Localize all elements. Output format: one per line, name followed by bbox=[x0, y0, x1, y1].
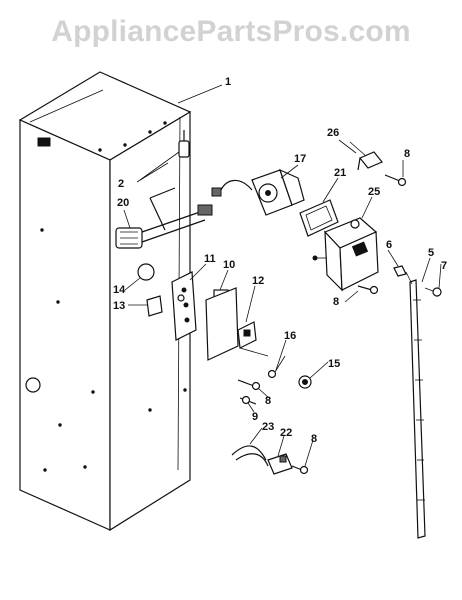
callout-8-mid: 8 bbox=[333, 296, 339, 308]
cabinet-slot bbox=[37, 137, 51, 147]
callout-20: 20 bbox=[117, 197, 129, 209]
callout-17: 17 bbox=[294, 153, 306, 165]
callout-21: 21 bbox=[334, 167, 346, 179]
part-25-cover bbox=[312, 217, 379, 292]
callout-2: 2 bbox=[118, 178, 124, 190]
callout-8-top: 8 bbox=[404, 148, 410, 160]
part-2-component bbox=[139, 130, 190, 181]
part-22-switch bbox=[267, 453, 293, 475]
part-14-knob bbox=[137, 263, 155, 281]
part-5-strip bbox=[409, 279, 426, 539]
callout-5: 5 bbox=[428, 247, 434, 259]
part-15-plug bbox=[298, 375, 312, 389]
callout-labels: 1 2 20 26 8 17 21 25 6 5 7 8 11 10 12 14… bbox=[113, 76, 447, 445]
callout-8-lower: 8 bbox=[265, 395, 271, 407]
screw-part-8-lower bbox=[237, 379, 261, 391]
part-11-mounting-plate bbox=[171, 271, 197, 341]
callout-6: 6 bbox=[386, 239, 392, 251]
callout-1: 1 bbox=[225, 76, 231, 88]
screw-part-8-mid bbox=[357, 285, 379, 295]
callout-12: 12 bbox=[252, 275, 264, 287]
callout-22: 22 bbox=[280, 427, 292, 439]
part-26-bracket bbox=[349, 141, 383, 171]
part-7-screw bbox=[424, 287, 442, 297]
part-17-timer-assembly bbox=[211, 168, 305, 216]
callout-10: 10 bbox=[223, 259, 235, 271]
screw-part-8-top bbox=[384, 174, 407, 187]
callout-23: 23 bbox=[262, 421, 274, 433]
screw-part-9 bbox=[239, 395, 257, 405]
screw-part-8-bottom bbox=[291, 465, 309, 475]
callout-8-bottom: 8 bbox=[311, 433, 317, 445]
callout-26: 26 bbox=[327, 127, 339, 139]
part-13-label bbox=[146, 295, 163, 317]
callout-25: 25 bbox=[368, 186, 380, 198]
part-12-bracket bbox=[205, 287, 269, 361]
part-21-gasket bbox=[299, 199, 339, 237]
callout-7: 7 bbox=[441, 260, 447, 272]
cabinet-hole bbox=[25, 377, 41, 393]
callout-9: 9 bbox=[252, 411, 258, 423]
cabinet-housing bbox=[18, 71, 192, 532]
callout-15: 15 bbox=[328, 358, 340, 370]
callout-14: 14 bbox=[113, 284, 126, 296]
part-20-wire-harness bbox=[115, 187, 213, 249]
watermark: AppliancePartsPros.com bbox=[51, 15, 411, 48]
callout-16: 16 bbox=[284, 330, 296, 342]
leader-lines bbox=[123, 84, 442, 467]
callout-13: 13 bbox=[113, 300, 125, 312]
part-23-wire bbox=[231, 445, 269, 467]
callout-11: 11 bbox=[204, 253, 216, 265]
part-6-nut bbox=[393, 265, 413, 285]
part-16-clip bbox=[267, 355, 286, 379]
